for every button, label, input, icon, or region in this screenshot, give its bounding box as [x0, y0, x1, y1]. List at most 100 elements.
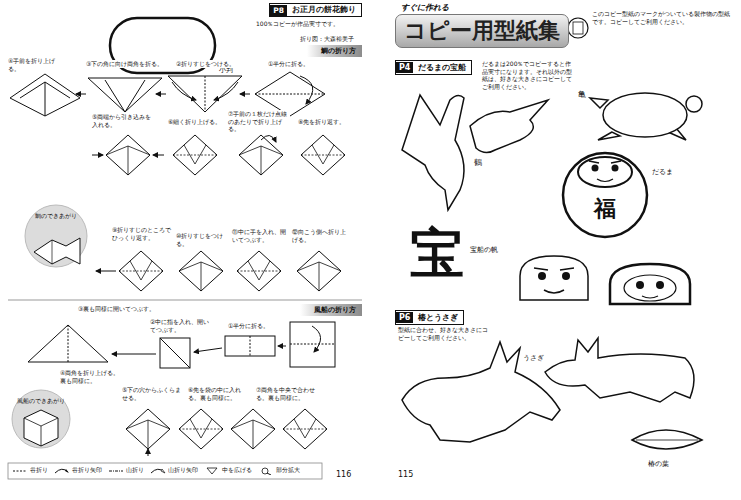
line-shape	[68, 325, 69, 362]
path-shape	[240, 94, 250, 95]
circle-shape	[612, 165, 619, 172]
node-text: お正月の餅花飾り	[287, 4, 361, 16]
node-heading: 鯛のできあがり	[35, 213, 77, 219]
label-text: ⑫向こう側へ折り上げる。	[292, 228, 348, 243]
use-shape	[126, 409, 170, 449]
polygon-shape	[10, 74, 80, 116]
use-shape	[301, 135, 345, 175]
path-shape	[194, 348, 222, 352]
pattern-glyph: 福	[594, 198, 616, 220]
line-shape	[45, 82, 46, 116]
legend: 谷折り 谷折り矢印 山折り山折り矢印中を広げる 部分拡大	[12, 466, 300, 475]
node-heading: P6	[396, 312, 413, 323]
title-badge: すぐに作れるコピー用型紙集	[395, 2, 569, 48]
legend-text: 部分拡大	[276, 466, 300, 475]
circle-shape	[25, 205, 87, 267]
circle-shape	[592, 165, 599, 172]
label-text: ②折りすじをつける。	[176, 60, 235, 68]
label-text: ④手前を折り上げる。	[8, 57, 58, 72]
node-heading: P4	[396, 62, 413, 73]
line-shape	[160, 338, 190, 368]
polygon-shape	[88, 78, 162, 112]
polygon-shape	[168, 76, 242, 112]
label-text: ②中に指を入れ、開いてつぶす。	[150, 318, 210, 333]
label-text: だるま	[652, 168, 673, 177]
node-heading: P8	[270, 5, 287, 16]
line-shape	[267, 473, 271, 475]
node-text: だるまの宝船	[413, 61, 471, 74]
legend-frame	[8, 463, 322, 479]
path-shape	[278, 346, 286, 347]
finished-circle: 鯛のできあがり	[25, 205, 87, 267]
path-shape	[34, 238, 80, 264]
path-shape	[632, 430, 702, 449]
path-shape	[156, 94, 166, 95]
legend-sample	[108, 467, 124, 475]
path-shape	[214, 82, 238, 100]
legend-sample	[258, 467, 274, 475]
use-shape	[179, 409, 223, 449]
path-shape	[545, 338, 694, 402]
page-banner: P4だるまの宝船	[395, 60, 472, 75]
label-text: 折り図：大森裕美子	[300, 36, 354, 43]
label-text: ①半分に折る。	[268, 60, 309, 68]
daruma-faces	[520, 256, 690, 304]
divider	[8, 300, 362, 301]
legend-item: 中を広げる	[204, 466, 252, 475]
circle-shape	[636, 281, 644, 289]
ellipse-shape	[624, 275, 676, 301]
section-band: 風船の折り方	[300, 304, 362, 316]
turtle-pattern	[590, 93, 702, 140]
node-heading: 風船のできあがり	[17, 398, 65, 404]
path-shape	[642, 296, 658, 298]
pattern-glyph: 宝	[410, 226, 464, 280]
node-text: 椿とうさぎ	[413, 311, 463, 324]
path-shape	[161, 469, 165, 473]
legend-item: 部分拡大	[258, 466, 300, 475]
legend-item: 谷折り矢印	[54, 466, 102, 475]
label-text: このコピー型紙のマークがついている製作物の型紙です。コピーしてご利用ください。	[592, 10, 732, 25]
polygon-shape	[28, 325, 108, 362]
rect-shape	[573, 22, 583, 34]
legend-text: 谷折り矢印	[72, 466, 102, 475]
rabbit-pattern	[402, 338, 694, 442]
use-shape	[231, 409, 275, 449]
path-shape	[153, 155, 164, 156]
legend-item: 山折り矢印	[150, 466, 198, 475]
tai-finished	[25, 205, 87, 267]
circle-shape	[686, 96, 702, 112]
path-shape	[261, 135, 276, 142]
path-shape	[172, 82, 196, 100]
label-text: ⑦両角を中央で合わせる。裏も同様に。	[256, 386, 322, 401]
leaf-pattern	[632, 430, 702, 449]
legend-text: 谷折り	[30, 466, 48, 475]
path-shape	[76, 94, 86, 95]
ellipse-shape	[578, 157, 632, 187]
label-text: ①半分に折る。	[228, 322, 269, 330]
label-text: ⑥細く折り上げる。	[168, 118, 221, 126]
legend-item: 谷折り	[12, 466, 48, 475]
path-shape	[151, 469, 164, 473]
label-text: ⑩折りすじをつける。	[176, 232, 228, 247]
rect-shape	[225, 336, 275, 356]
section-band: 鯛の折り方	[307, 45, 362, 57]
label-text: ⑤下の穴からふくらませる。	[122, 386, 182, 401]
label-text: ③裏も同様に開いてつぶす。	[78, 305, 155, 313]
legend-text: 山折り	[126, 466, 144, 475]
balloon-finished	[12, 390, 70, 448]
polygon-shape	[24, 410, 58, 446]
tai-steps-row2	[92, 135, 345, 175]
daruma-pattern	[563, 153, 647, 237]
use-shape	[173, 135, 217, 175]
path-shape	[610, 264, 690, 304]
node-text: コピー用型紙集	[395, 14, 569, 48]
path-shape	[470, 100, 548, 153]
circle-shape	[568, 18, 588, 38]
tai-steps-row3	[96, 251, 341, 291]
circle-shape	[538, 272, 546, 280]
label-text: 100％コピーが作品実寸です。	[256, 20, 339, 28]
label-text: うさぎ	[523, 354, 544, 363]
label-text: ⑦手前の１枚だけ点線のあたりで折り上げる。	[228, 110, 290, 133]
